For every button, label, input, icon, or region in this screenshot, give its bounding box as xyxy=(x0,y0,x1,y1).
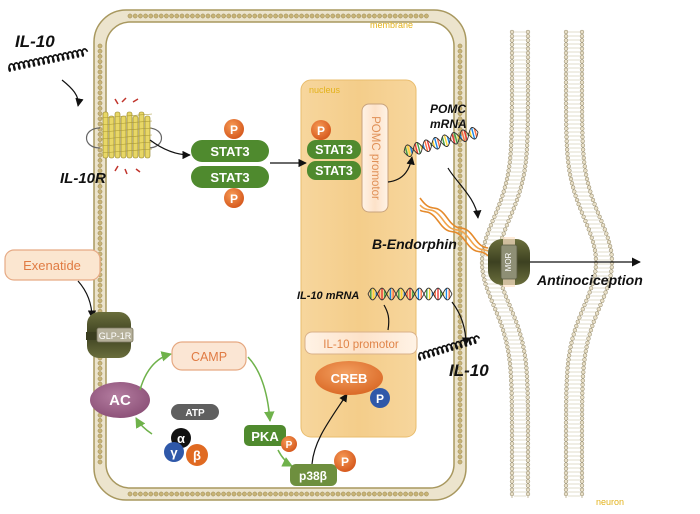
il10-receptor xyxy=(85,97,163,175)
exenatide-to-glp1r-arrow xyxy=(77,280,97,319)
camp-box xyxy=(171,341,247,371)
phosphate-label: P xyxy=(317,124,325,138)
phosphate-label: P xyxy=(341,455,349,469)
creb-phosphate-label: P xyxy=(376,392,384,406)
il10-promotor-to-mrna-line xyxy=(383,304,390,331)
g-gamma-subunit xyxy=(164,442,184,462)
il10-label: IL-10 xyxy=(15,32,55,51)
atp-label: ATP xyxy=(185,408,205,419)
creb xyxy=(315,361,383,395)
stat3-label: STAT3 xyxy=(315,143,353,157)
camp-label: CAMP xyxy=(191,350,227,364)
g-gamma-label: γ xyxy=(170,445,178,460)
pomc-promotor xyxy=(361,103,389,213)
phosphate-circle xyxy=(281,436,297,452)
stat3-box xyxy=(307,140,361,159)
g-beta-subunit xyxy=(186,444,208,466)
pka-to-p38-arrow xyxy=(277,449,293,467)
exenatide-label: Exenatide xyxy=(23,258,81,273)
il10-released-label: IL-10 xyxy=(449,361,489,380)
adenylyl-cyclase xyxy=(90,382,150,418)
neuron-membranes xyxy=(479,29,615,498)
p38-to-creb-arrow xyxy=(311,393,348,465)
pomc-promotor-to-mrna-arrow xyxy=(387,156,415,183)
mor-label: MOR xyxy=(504,252,513,271)
pomc-mrna-label: mRNA xyxy=(430,117,467,131)
stat3-label: STAT3 xyxy=(210,170,249,185)
phosphate-label: P xyxy=(230,123,238,137)
il10-released xyxy=(417,335,481,361)
phosphate-circle xyxy=(334,450,356,472)
receptor-to-stat3-arrow xyxy=(149,139,191,160)
ac-to-camp-arrow xyxy=(139,351,173,391)
il10r-label: IL-10R xyxy=(60,170,106,187)
stat3-box xyxy=(191,166,269,188)
mrna-to-il10-arrow xyxy=(451,301,471,346)
il10-to-receptor-arrow xyxy=(61,79,84,107)
g-alpha-label: α xyxy=(177,431,185,446)
stat3-box xyxy=(191,140,269,162)
glp1r-tag xyxy=(96,327,134,343)
mrna-to-endorphin-arrow xyxy=(447,167,482,219)
membrane-label: membrane xyxy=(370,20,413,30)
p38b-label: p38β xyxy=(299,469,327,483)
pomc-promotor-label: POMC promotor xyxy=(369,116,381,200)
glp1r-label: GLP-1R xyxy=(99,331,132,341)
creb-phosphate-circle xyxy=(370,388,390,408)
stat3-box xyxy=(307,161,361,180)
stat3-label: STAT3 xyxy=(210,144,249,159)
phosphate-circle xyxy=(224,188,244,208)
il10-mrna-helix xyxy=(367,287,453,301)
gprotein-to-ac-arrow xyxy=(135,417,153,435)
p38b-box xyxy=(290,464,337,486)
exenatide-box xyxy=(4,249,101,281)
b-endorphin-peptide xyxy=(419,197,489,257)
phosphate-label: P xyxy=(286,440,293,451)
pomc-mrna-label: POMC xyxy=(430,102,466,116)
il10-promotor-label: IL-10 promotor xyxy=(323,339,399,351)
il10-ligand xyxy=(8,48,89,72)
il10-mrna-label: IL-10 mRNA xyxy=(297,290,359,302)
antinociception-label: Antinociception xyxy=(536,272,643,288)
mor-receptor xyxy=(488,237,530,287)
atp-box xyxy=(171,404,219,420)
stat3-label: STAT3 xyxy=(315,164,353,178)
phosphate-circle xyxy=(224,119,244,139)
creb-label: CREB xyxy=(331,371,368,386)
il10-promotor xyxy=(304,331,418,355)
phosphate-circle xyxy=(311,120,331,140)
pka-label: PKA xyxy=(251,429,279,444)
neuron-label: neuron xyxy=(596,497,624,507)
phosphate-label: P xyxy=(230,192,238,206)
pomc-mrna-helix xyxy=(403,127,479,157)
nucleus-label: nucleus xyxy=(309,85,341,95)
b-endorphin-label: B-Endorphin xyxy=(372,236,457,252)
ac-label: AC xyxy=(109,392,131,409)
camp-to-pka-arrow xyxy=(247,356,275,423)
pka-box xyxy=(244,425,286,446)
g-beta-label: β xyxy=(193,448,201,463)
